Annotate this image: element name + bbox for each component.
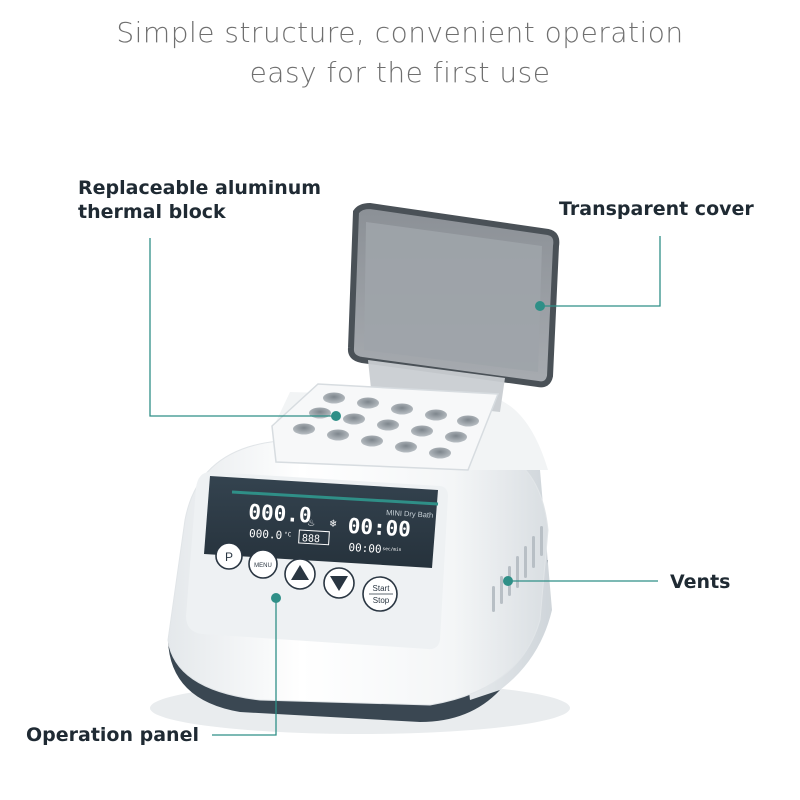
well (309, 407, 331, 419)
well (425, 409, 447, 421)
well (293, 423, 315, 435)
menu-button-label: MENU (254, 563, 272, 569)
brand-label: MINI Dry Bath (386, 508, 434, 520)
up-arrow-icon (291, 565, 309, 580)
temp-sub-readout: 000.0 (249, 527, 283, 542)
well (357, 397, 379, 409)
well (361, 435, 383, 447)
cover-inner (364, 222, 542, 372)
well (395, 441, 417, 453)
display-window (204, 476, 438, 568)
up-button[interactable] (284, 558, 316, 590)
down-button[interactable] (323, 567, 355, 599)
leader-cover (540, 236, 661, 307)
program-box (298, 529, 330, 546)
heat-icon: ♨ (308, 515, 316, 528)
cool-icon: ❄ (329, 517, 337, 530)
well (343, 413, 365, 425)
callout-block-line-2: thermal block (78, 201, 226, 223)
callout-dots (271, 301, 545, 603)
well (327, 429, 349, 441)
headline-line-2: easy for the first use (249, 56, 551, 89)
accent-stripe (231, 490, 439, 506)
callout-thermal-block: Replaceable aluminum thermal block (78, 176, 321, 224)
dot-panel (271, 593, 281, 603)
block-wells (293, 392, 479, 459)
down-arrow-icon (330, 576, 348, 591)
time-unit: sec/min (382, 546, 402, 553)
vent-slot (500, 576, 503, 604)
callout-lines (149, 236, 661, 736)
p-button[interactable]: P (215, 542, 243, 570)
start-stop-button[interactable]: Start Stop (362, 576, 398, 612)
vent-slot (516, 556, 519, 588)
vents (492, 526, 543, 612)
time-main-readout: 00:00 (347, 514, 412, 542)
dot-block (331, 411, 341, 421)
stop-label: Stop (373, 596, 390, 605)
well (445, 431, 467, 443)
vent-slot (532, 536, 535, 568)
well (457, 415, 479, 427)
program-readout: 888 (302, 533, 321, 545)
dot-cover (535, 301, 545, 311)
vent-slot (524, 546, 527, 578)
well (411, 425, 433, 437)
callout-transparent-cover: Transparent cover (559, 198, 754, 220)
leader-panel (212, 598, 277, 736)
leader-block (149, 238, 336, 417)
menu-button[interactable]: MENU (248, 549, 278, 579)
callout-vents: Vents (670, 571, 731, 593)
dot-vents (503, 576, 513, 586)
callout-operation-panel: Operation panel (26, 724, 199, 746)
start-label: Start (373, 584, 391, 593)
well (391, 403, 413, 415)
callout-block-line-1: Replaceable aluminum (78, 177, 322, 199)
temp-main-readout: 000.0 (248, 500, 313, 528)
time-sub-readout: 00:00 (348, 541, 382, 556)
well (323, 392, 345, 404)
well (429, 447, 451, 459)
well (377, 419, 399, 431)
vent-slot (540, 526, 543, 556)
vent-slot (492, 586, 495, 612)
temp-unit: °C (284, 531, 292, 538)
headline-line-1: Simple structure, convenient operation (116, 16, 684, 49)
p-button-label: P (225, 550, 233, 564)
